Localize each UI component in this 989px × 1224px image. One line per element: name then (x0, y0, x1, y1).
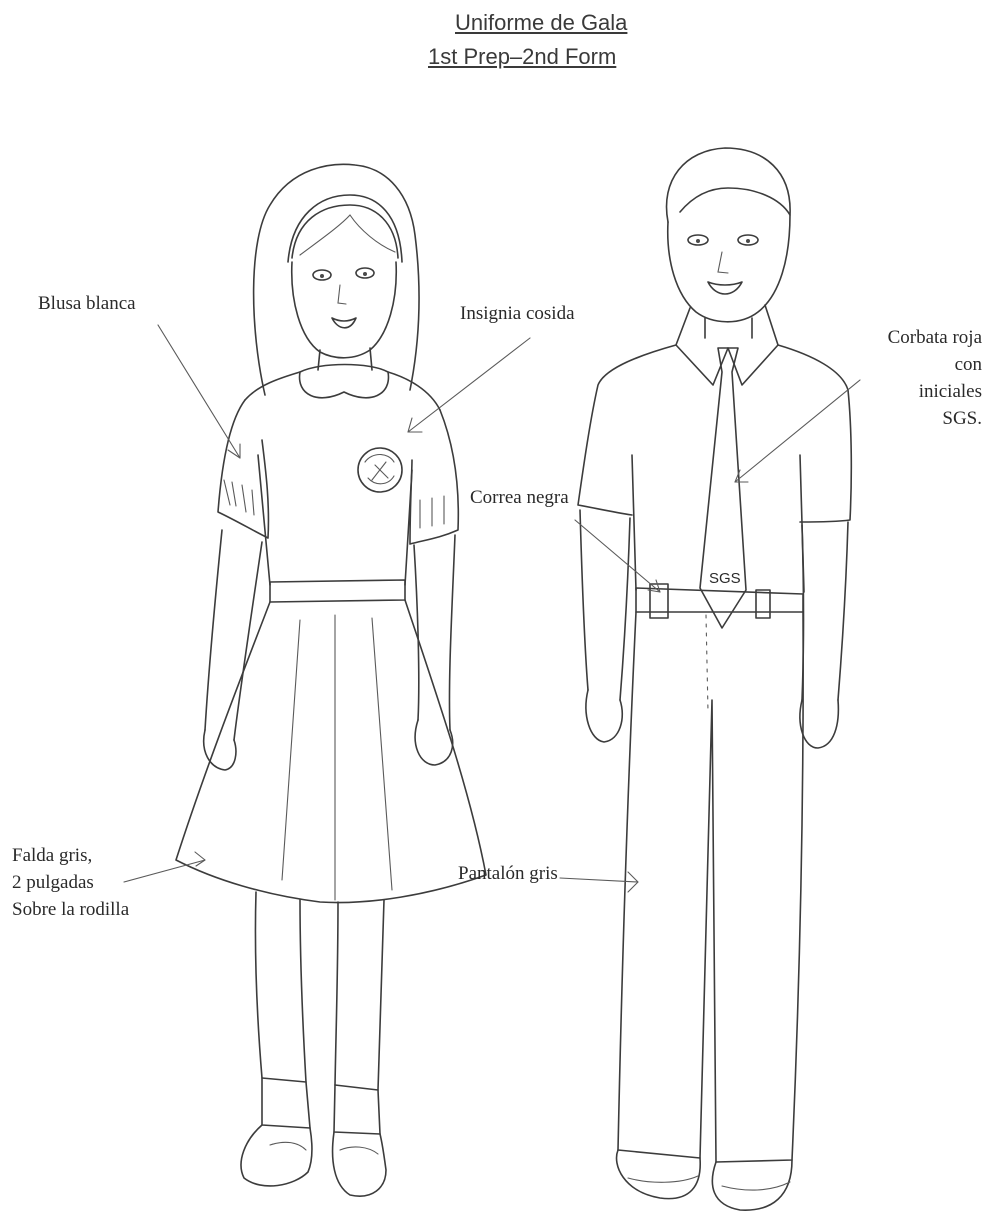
arrow-falda (124, 860, 205, 882)
boy-figure (578, 148, 851, 1210)
girl-right-shoe (333, 1132, 386, 1196)
arrow-insignia (408, 338, 530, 432)
label-corbata: Corbata roja con iniciales SGS. (860, 324, 982, 432)
boy-mouth (708, 282, 742, 294)
boy-right-shoe (712, 1160, 792, 1210)
boy-collar (676, 305, 778, 385)
label-correa-negra: Correa negra (470, 484, 569, 511)
boy-face (668, 215, 790, 322)
girl-right-arm (414, 535, 455, 730)
boy-left-arm (580, 510, 630, 700)
label-falda-gris: Falda gris, 2 pulgadas Sobre la rodilla (12, 842, 129, 923)
girl-left-shoe (241, 1125, 312, 1186)
label-insignia-cosida: Insignia cosida (460, 300, 575, 327)
boy-trousers (618, 612, 803, 1162)
arrow-correa (575, 520, 660, 592)
label-pantalon-gris: Pantalón gris (458, 860, 558, 887)
girl-hair (254, 164, 420, 395)
girl-waistband (270, 580, 405, 602)
girl-right-sleeve (410, 410, 458, 544)
girl-right-leg (335, 900, 384, 1090)
girl-mouth (332, 318, 356, 328)
boy-left-hand (586, 690, 622, 742)
arrow-pantalon (560, 878, 638, 882)
girl-left-leg (255, 892, 306, 1082)
boy-hair (667, 148, 791, 222)
callout-arrows (124, 325, 860, 892)
arrow-corbata (735, 380, 860, 482)
boy-shirt (578, 345, 851, 522)
girl-face (292, 262, 397, 358)
girl-left-sleeve (218, 400, 268, 538)
girl-skirt (176, 600, 486, 903)
girl-figure (176, 164, 486, 1196)
boy-right-hand (800, 700, 838, 748)
label-blusa-blanca: Blusa blanca (38, 290, 136, 317)
girl-collar (300, 365, 389, 398)
girl-left-arm (205, 530, 262, 740)
tie-initials: SGS (709, 565, 741, 592)
arrow-blusa (158, 325, 240, 458)
boy-right-arm (802, 522, 848, 700)
